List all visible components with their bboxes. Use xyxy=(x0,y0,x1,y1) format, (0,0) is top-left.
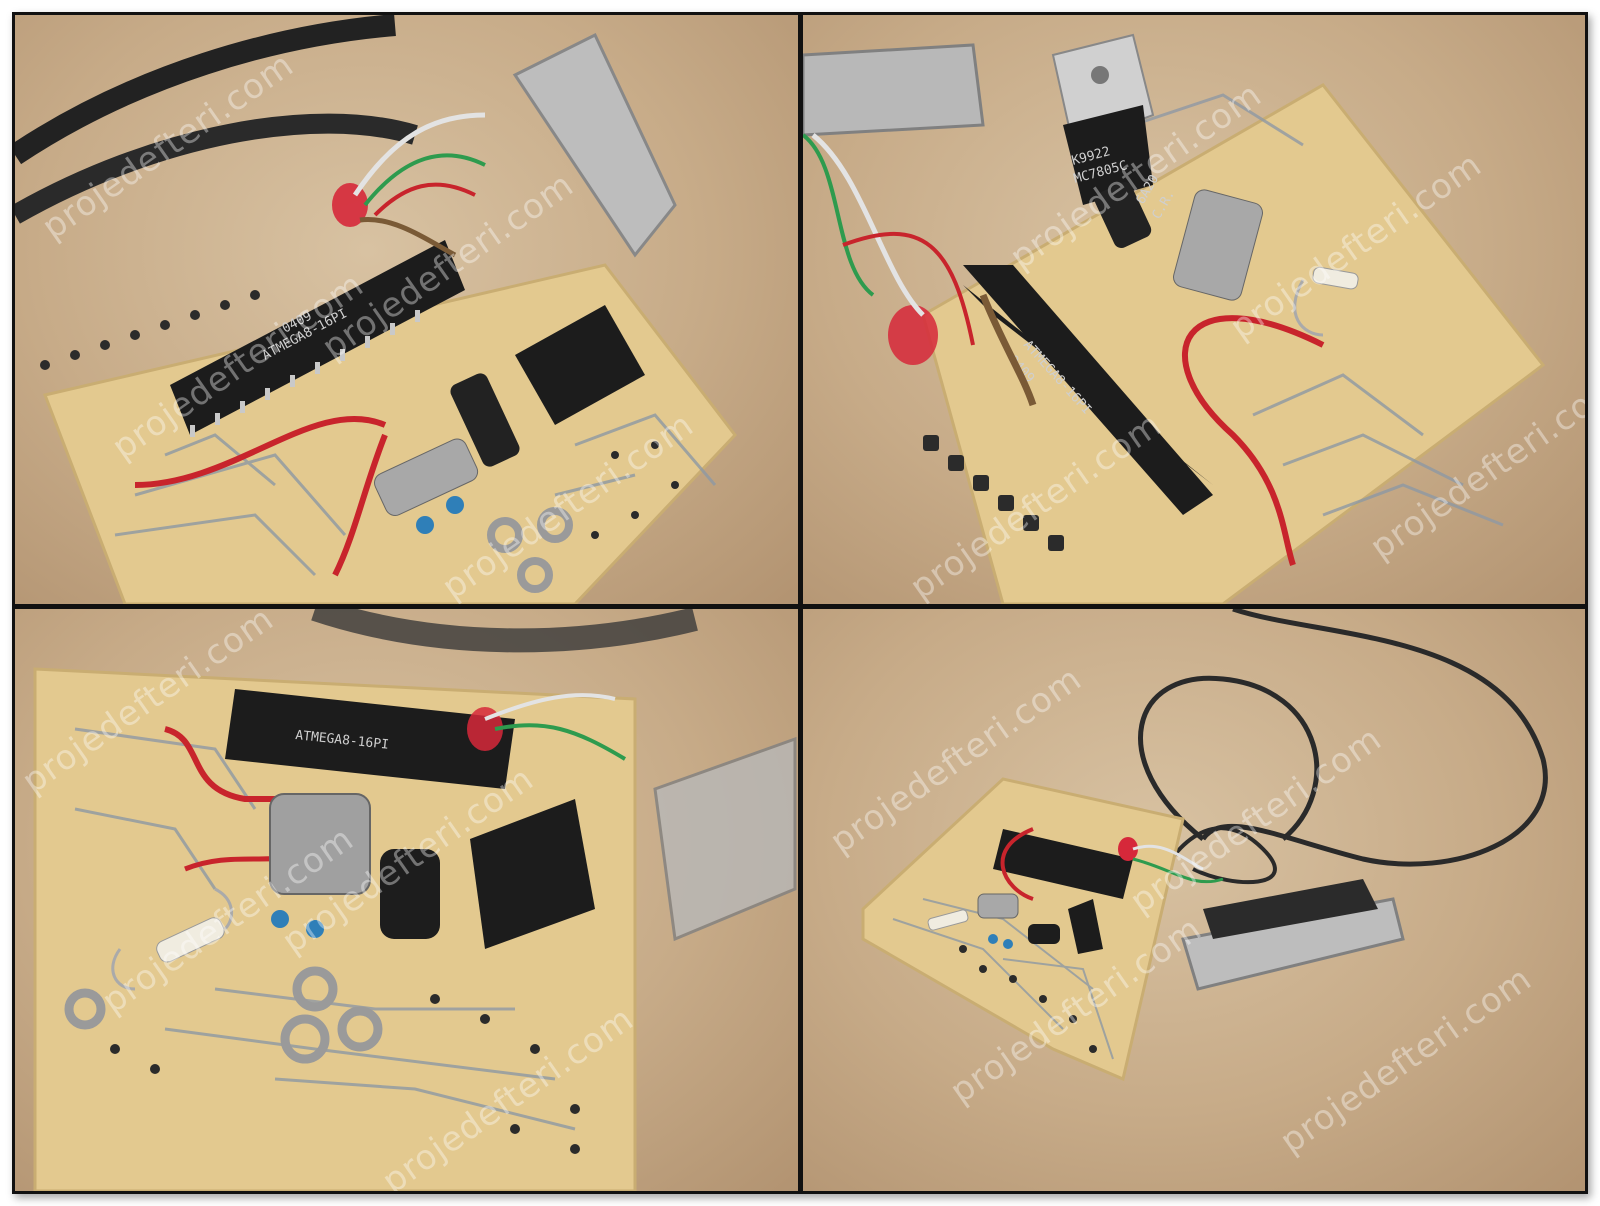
photo-panel-top-left: 0409 ATMEGA8-16PI projedefteri.com proje… xyxy=(15,15,798,604)
photo-collage: 0409 ATMEGA8-16PI projedefteri.com proje… xyxy=(12,12,1588,1194)
pcb-photo: ATMEGA8-16PI xyxy=(33,609,797,1191)
pcb-photo: K9922 MC7805C 6A20 C.R. ATMEGA8-16PI 040… xyxy=(803,33,1546,604)
photo-panel-top-right: K9922 MC7805C 6A20 C.R. ATMEGA8-16PI 040… xyxy=(803,15,1585,604)
photo-panel-bottom-right: projedefteri.com projedefteri.com projed… xyxy=(803,609,1585,1191)
photo-panel-bottom-left: ATMEGA8-16PI projede xyxy=(15,609,798,1191)
pcb-photo xyxy=(861,609,1548,1082)
pcb-photo: 0409 ATMEGA8-16PI xyxy=(15,15,737,604)
